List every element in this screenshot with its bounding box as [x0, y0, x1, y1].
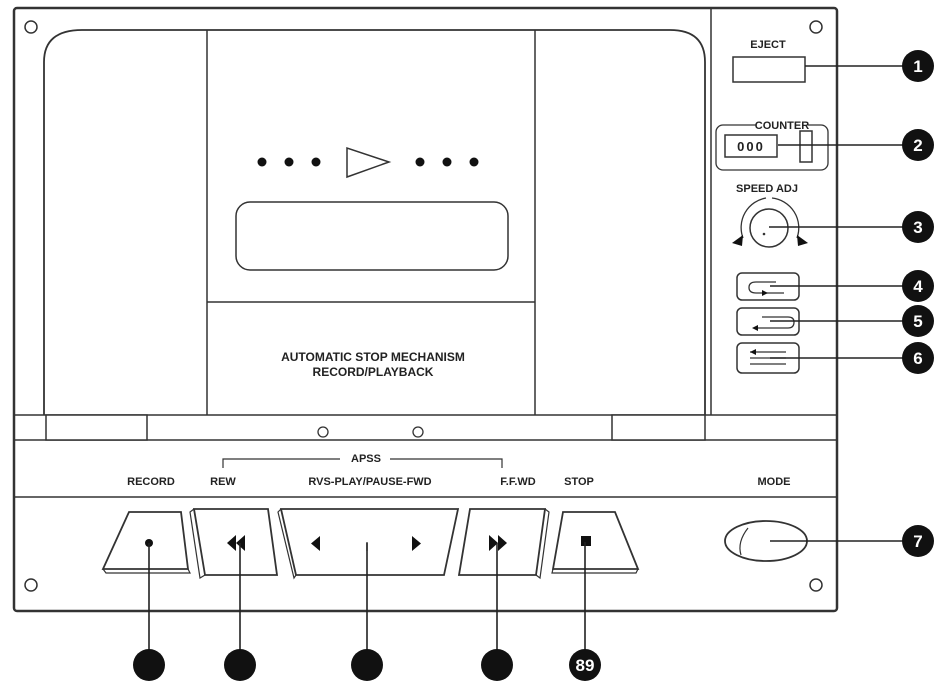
- callout-4-number: 4: [913, 277, 923, 296]
- callout-89: 89: [569, 649, 601, 681]
- stop-square-icon: [581, 536, 591, 546]
- callout-1-number: 1: [913, 57, 922, 76]
- callout-4: 4: [902, 270, 934, 302]
- callout-5: 5: [902, 305, 934, 337]
- callout-3: 3: [902, 211, 934, 243]
- callout-ffwd-marker: [481, 649, 513, 681]
- forward-play-icon: [412, 536, 421, 551]
- callout-lines: [148, 65, 915, 655]
- counter-label: COUNTER: [755, 120, 809, 132]
- transport-labels: APSS RECORD REW RVS-PLAY/PAUSE-FWD F.F.W…: [127, 450, 791, 488]
- speed-adj-label: SPEED ADJ: [736, 183, 798, 195]
- play-direction-icon: [346, 146, 392, 179]
- callout-2-number: 2: [913, 136, 922, 155]
- callout-1: 1: [902, 50, 934, 82]
- indicator-hole: [317, 426, 329, 438]
- corner-screws: [24, 20, 823, 592]
- mode-switches: [736, 272, 800, 374]
- eject-label: EJECT: [750, 39, 786, 51]
- callout-2: 2: [902, 129, 934, 161]
- callout-3-number: 3: [913, 218, 922, 237]
- mode-label: MODE: [758, 476, 791, 488]
- callout-5-number: 5: [913, 312, 922, 331]
- door-strip: [45, 414, 706, 441]
- speed-adj-knob[interactable]: [749, 208, 789, 248]
- counter-display: [724, 134, 778, 158]
- record-label: RECORD: [127, 476, 175, 488]
- transport-buttons: [101, 508, 808, 580]
- eject-button[interactable]: [732, 56, 806, 83]
- callout-rew-marker: [224, 649, 256, 681]
- callout-89-number: 89: [576, 656, 595, 675]
- screw-icon: [809, 578, 823, 592]
- speed-adj-control: SPEED ADJ: [732, 183, 808, 248]
- counter-reset-button[interactable]: [799, 130, 813, 163]
- fast-forward-button[interactable]: [457, 508, 550, 580]
- rvs-play-label: RVS-PLAY/PAUSE-FWD: [308, 476, 431, 488]
- ffwd-label: F.F.WD: [500, 476, 535, 488]
- callout-record-marker: [133, 649, 165, 681]
- rotate-knob-icon: [740, 197, 767, 239]
- rew-label: REW: [210, 476, 236, 488]
- auto-stop-line1: AUTOMATIC STOP MECHANISM: [281, 350, 465, 364]
- stop-label: STOP: [564, 476, 594, 488]
- mode-button[interactable]: [724, 520, 808, 562]
- screw-icon: [809, 20, 823, 34]
- callout-markers: 1 2 3 4 5 6 7 89: [133, 50, 934, 681]
- device-frame: [12, 6, 839, 613]
- eject-control: EJECT: [732, 39, 806, 83]
- auto-stop-line2: RECORD/PLAYBACK: [313, 365, 434, 379]
- screw-icon: [24, 20, 38, 34]
- callout-6-number: 6: [913, 349, 922, 368]
- rewind-button[interactable]: [189, 508, 279, 579]
- cassette-door: AUTOMATIC STOP MECHANISM RECORD/PLAYBACK: [43, 29, 706, 415]
- tape-window: [235, 201, 509, 271]
- fast-forward-icon: [489, 535, 507, 551]
- callout-play-marker: [351, 649, 383, 681]
- stop-button[interactable]: [551, 511, 640, 574]
- indicator-hole: [412, 426, 424, 438]
- play-pause-button[interactable]: [277, 508, 460, 580]
- callout-7: 7: [902, 525, 934, 557]
- reverse-play-icon: [311, 536, 320, 551]
- counter-control: COUNTER 000: [715, 119, 829, 171]
- callout-7-number: 7: [913, 532, 922, 551]
- counter-value: 000: [737, 139, 765, 154]
- screw-icon: [24, 578, 38, 592]
- apss-label: APSS: [351, 453, 381, 465]
- callout-6: 6: [902, 342, 934, 374]
